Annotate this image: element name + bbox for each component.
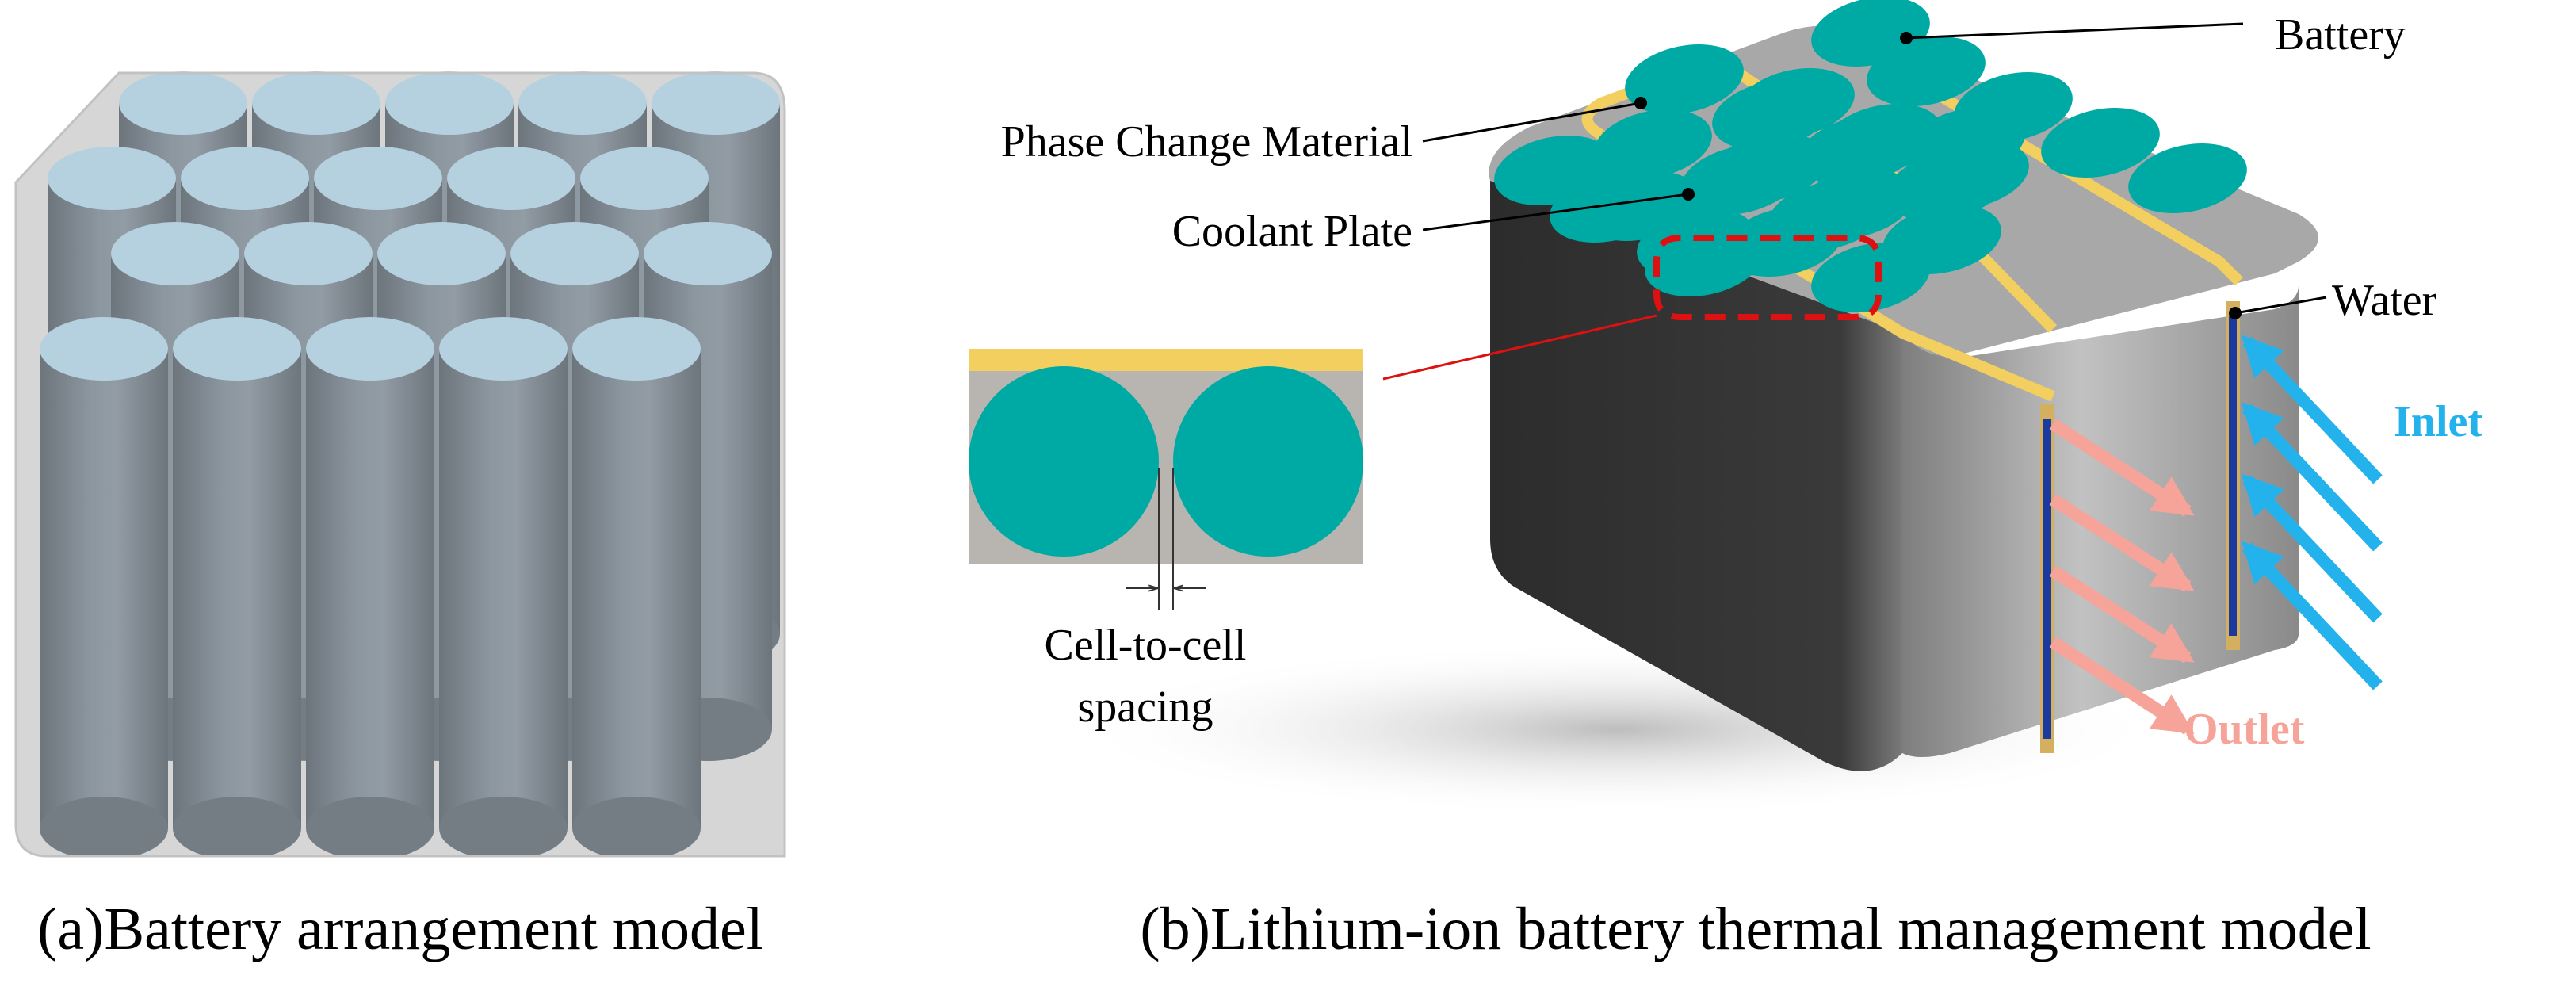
spacing-inset	[969, 349, 1363, 610]
caption-a: (a)Battery arrangement model	[37, 896, 763, 962]
inlet-arrow	[2241, 473, 2383, 623]
battery-cell	[306, 317, 434, 856]
battery-cell-top	[1736, 67, 1855, 139]
battery-cell	[439, 317, 568, 856]
inlet-arrow	[2241, 402, 2383, 552]
battery-cell-top	[1906, 107, 2025, 178]
battery-cells-b	[1494, 0, 2247, 313]
pcm-leader-dot	[1634, 97, 1647, 109]
battery-cell	[173, 317, 301, 856]
battery-cell-top	[1550, 172, 1668, 243]
battery-cell-top	[2128, 143, 2247, 214]
battery-cell-top	[1708, 132, 1827, 204]
label-spacing-line2: spacing	[1077, 683, 1213, 732]
outlet-arrows	[2049, 419, 2195, 735]
outlet-arrow	[2049, 419, 2195, 517]
coolant-plate-leader	[1422, 193, 1689, 231]
label-outlet: Outlet	[2184, 705, 2305, 754]
battery-cell-top	[2041, 107, 2160, 178]
pack-front-face	[1490, 159, 1902, 771]
zoom-region-highlight	[1653, 235, 1882, 320]
battery-cells-a	[40, 71, 780, 856]
inlet-arrows	[2241, 335, 2383, 690]
water-leader-dot	[2229, 307, 2242, 319]
pcm-leader	[1422, 101, 1642, 143]
label-phase-change-material: Phase Change Material	[1001, 117, 1412, 166]
label-spacing-line1: Cell-to-cell	[1044, 621, 1246, 670]
outlet-arrow	[2049, 565, 2195, 664]
pack-side-face	[1902, 285, 2299, 757]
battery-cell	[572, 317, 701, 856]
inlet-arrow	[2241, 541, 2383, 690]
water-leader	[2234, 296, 2327, 315]
leader-dots	[1634, 32, 2242, 319]
battery-cell-top	[1867, 36, 1986, 107]
outlet-arrow	[2049, 637, 2195, 735]
water-channel-2	[2229, 316, 2237, 636]
battery-cell	[40, 317, 168, 856]
inset-coolant-plate	[969, 349, 1363, 371]
battery-cell-top	[1625, 44, 1744, 115]
battery-cell-top	[1593, 109, 1712, 180]
caption-b: (b)Lithium-ion battery thermal managemen…	[1140, 896, 2371, 962]
leader-lines	[1422, 22, 2327, 315]
battery-arrangement-model	[14, 71, 786, 858]
thermal-management-model: Battery Phase Change Material Coolant Pl…	[969, 0, 2482, 817]
pcm-enclosure-front	[14, 71, 786, 858]
label-water: Water	[2332, 276, 2437, 325]
label-coolant-plate: Coolant Plate	[1172, 207, 1412, 256]
battery-leader	[1905, 22, 2244, 40]
coolant-plate-leader-dot	[1682, 188, 1695, 201]
label-battery: Battery	[2275, 10, 2406, 59]
battery-leader-dot	[1900, 32, 1913, 44]
battery-cell-top	[1811, 242, 1930, 313]
inset-cell-right	[1173, 366, 1363, 557]
outlet-arrow	[2049, 494, 2195, 592]
label-inlet: Inlet	[2394, 397, 2482, 446]
water-channel-1	[2043, 419, 2051, 739]
inlet-arrow	[2241, 335, 2383, 484]
zoom-connector-line	[1382, 314, 1657, 381]
inset-cell-left	[969, 366, 1159, 557]
battery-cell-top	[1724, 206, 1843, 277]
